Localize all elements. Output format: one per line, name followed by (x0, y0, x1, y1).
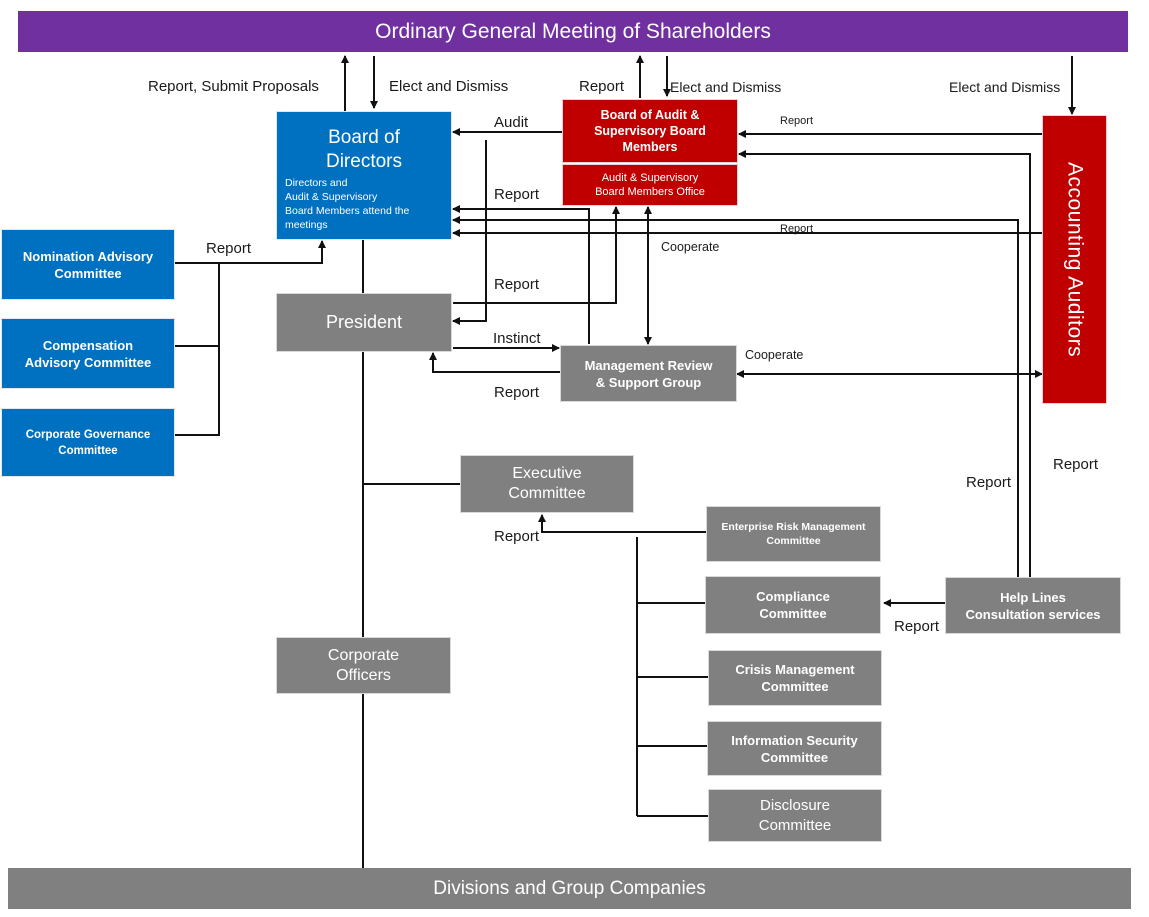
compensation-advisory-committee-box: Compensation Advisory Committee (1, 318, 175, 389)
disclosure-committee-box: Disclosure Committee (708, 789, 882, 842)
label-report-compliance: Report (894, 618, 940, 635)
label-report-risk: Report (494, 528, 540, 545)
label-report-helplines-a: Report (1053, 456, 1099, 473)
label-cooperate-audit: Cooperate (661, 240, 720, 254)
label-report-submit-proposals: Report, Submit Proposals (148, 78, 319, 95)
audit-board-office-box: Audit & Supervisory Board Members Office (562, 164, 738, 206)
label-report-audit-board: Report (579, 78, 625, 95)
shareholders-meeting-bar: Ordinary General Meeting of Shareholders (18, 11, 1128, 52)
board-of-directors-box: Board of Directors Directors and Audit &… (276, 111, 452, 240)
accounting-auditors-box: Accounting Auditors (1042, 115, 1107, 404)
label-report-to-board: Report (494, 186, 540, 203)
board-of-directors-note: Directors and Audit & Supervisory Board … (285, 177, 410, 231)
divisions-bar: Divisions and Group Companies (8, 868, 1131, 909)
label-report-helplines-b: Report (966, 474, 1012, 491)
audit-supervisory-board-box: Board of Audit & Supervisory Board Membe… (562, 99, 738, 163)
label-cooperate-auditors: Cooperate (745, 348, 804, 362)
label-instinct: Instinct (493, 330, 541, 347)
divisions-title: Divisions and Group Companies (433, 877, 706, 899)
compliance-committee-box: Compliance Committee (705, 576, 881, 634)
accounting-auditors-title: Accounting Auditors (1063, 161, 1087, 358)
shareholders-meeting-title: Ordinary General Meeting of Shareholders (375, 19, 771, 43)
label-elect-dismiss-audit-board: Elect and Dismiss (670, 79, 782, 95)
enterprise-risk-committee-box: Enterprise Risk Management Committee (706, 506, 881, 562)
president-box: President (276, 293, 452, 352)
label-report-to-president: Report (494, 384, 540, 401)
crisis-management-committee-box: Crisis Management Committee (708, 650, 882, 706)
label-report-auditors-to-audit-board: Report (780, 115, 814, 127)
help-lines-box: Help Lines Consultation services (945, 577, 1121, 634)
president-title: President (325, 312, 403, 332)
label-report-president: Report (494, 276, 540, 293)
corporate-governance-committee-box: Corporate Governance Committee (1, 408, 175, 477)
label-report-auditors-to-board: Report (780, 223, 814, 235)
label-report-advisory: Report (206, 240, 252, 257)
label-elect-dismiss-board: Elect and Dismiss (389, 78, 509, 95)
label-elect-dismiss-auditors: Elect and Dismiss (949, 79, 1061, 95)
information-security-committee-box: Information Security Committee (707, 721, 882, 776)
label-audit: Audit (494, 114, 529, 131)
executive-committee-box: Executive Committee (460, 455, 634, 513)
management-review-box: Management Review & Support Group (560, 345, 737, 402)
nomination-advisory-committee-box: Nomination Advisory Committee (1, 229, 175, 300)
board-of-directors-title: Board of Directors (325, 127, 402, 172)
corporate-officers-box: Corporate Officers (276, 637, 451, 694)
